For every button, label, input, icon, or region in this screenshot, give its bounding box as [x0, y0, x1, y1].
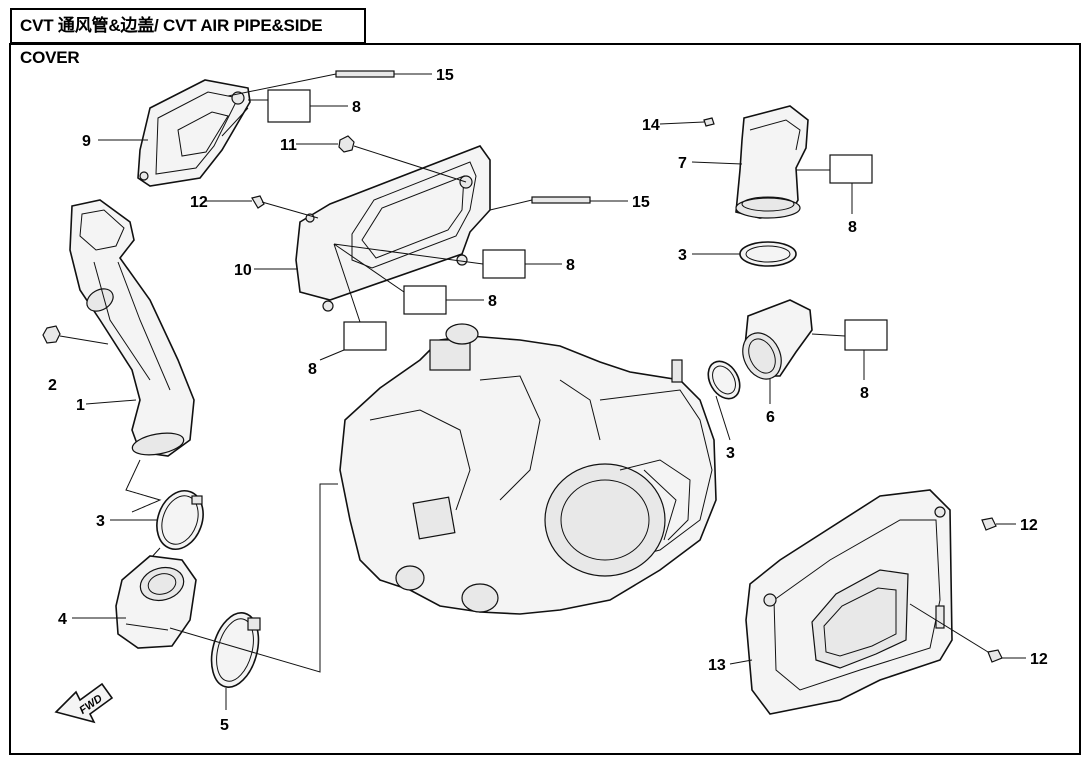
- callout-4: 4: [58, 611, 67, 628]
- part-8-label-box-4: [343, 321, 387, 351]
- callout-3c: 3: [726, 445, 735, 462]
- part-13-side-cover: [745, 489, 953, 715]
- callout-1: 1: [76, 397, 85, 414]
- callout-8a: 8: [352, 99, 361, 116]
- part-15-strip-mid: [531, 196, 591, 204]
- part-1-air-pipe: [69, 199, 195, 457]
- callout-11: 11: [280, 137, 297, 154]
- callout-12b: 12: [1020, 517, 1038, 534]
- callout-12c: 12: [1030, 651, 1048, 668]
- callout-5: 5: [220, 717, 229, 734]
- part-12-bolt-right-lower: [987, 649, 1003, 663]
- callout-2: 2: [48, 377, 57, 394]
- callout-9: 9: [82, 133, 91, 150]
- diagram-border: [9, 43, 1081, 755]
- callout-7: 7: [678, 155, 687, 172]
- callout-8e: 8: [848, 219, 857, 236]
- callout-13: 13: [708, 657, 726, 674]
- part-10-outer-cover: [295, 145, 491, 312]
- part-8-label-box-2: [482, 249, 526, 279]
- callout-8b: 8: [566, 257, 575, 274]
- part-7-intake-elbow: [735, 105, 809, 219]
- part-3-clamp-mid: [707, 360, 741, 400]
- callout-8d: 8: [308, 361, 317, 378]
- part-3-clamp-upper-right: [739, 241, 797, 267]
- part-12-bolt-top: [251, 195, 265, 209]
- part-8-label-box-3: [403, 285, 447, 315]
- part-8-label-box-5: [829, 154, 873, 184]
- callout-15b: 15: [632, 194, 650, 211]
- callout-3b: 3: [678, 247, 687, 264]
- part-2-nut: [42, 325, 109, 345]
- part-8-label-box-6: [844, 319, 888, 351]
- part-3-clamp-left: [156, 490, 204, 550]
- part-9-inner-cover: [137, 79, 251, 187]
- part-15-strip-top: [335, 70, 395, 78]
- callout-8c: 8: [488, 293, 497, 310]
- callout-15a: 15: [436, 67, 454, 84]
- fwd-arrow: FWD: [54, 682, 114, 724]
- diagram-title: CVT 通风管&边盖/ CVT AIR PIPE&SIDE COVER: [10, 8, 366, 67]
- callout-3a: 3: [96, 513, 105, 530]
- callout-labels: 15 8 9 11 12 15 10 8 8 8 2 1 3 4 5 14 7 …: [48, 67, 1048, 734]
- part-11-nut: [338, 135, 355, 153]
- callout-14: 14: [642, 117, 660, 134]
- part-8-label-box-1: [267, 89, 311, 123]
- part-4-boot: [115, 555, 197, 649]
- leader-lines: [72, 73, 1026, 710]
- part-14-screw: [703, 117, 715, 127]
- part-12-bolt-right-upper: [981, 517, 997, 531]
- part-5-clamp: [210, 612, 261, 688]
- callout-10: 10: [234, 262, 252, 279]
- part-6-elbow-boot: [742, 299, 813, 380]
- callout-6: 6: [766, 409, 775, 426]
- callout-8f: 8: [860, 385, 869, 402]
- engine-assembly: [339, 323, 717, 615]
- callout-12a: 12: [190, 194, 208, 211]
